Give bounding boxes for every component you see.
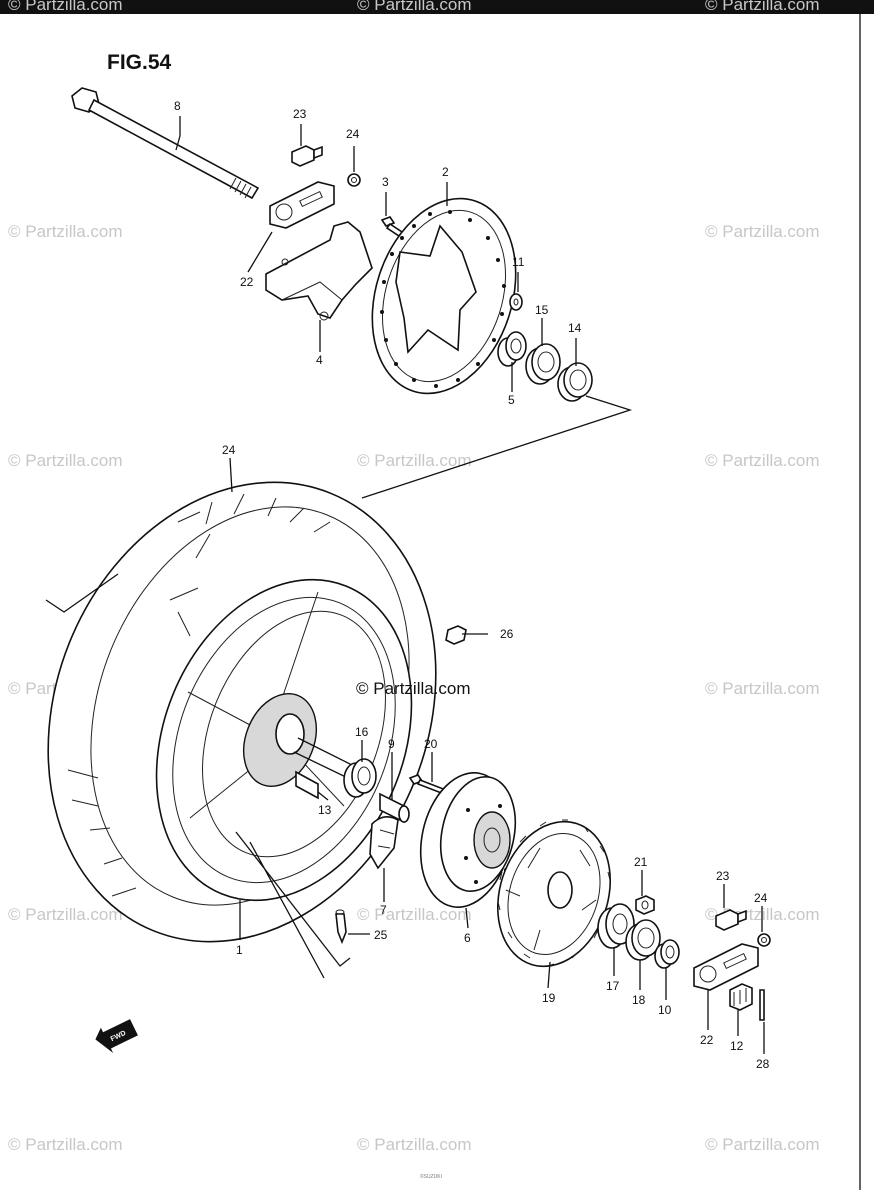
part-26-valve [335,909,347,945]
watermark: © Partzilla.com [8,1135,123,1154]
watermark: © Partzilla.com [705,0,820,14]
watermark: © Partzilla.com [705,679,820,698]
part-6-sprocket-drum [419,772,517,908]
callout-label: 5 [508,393,515,407]
callout-label: 24 [754,891,768,905]
callout-label: 28 [756,1057,770,1071]
callout-label: 20 [424,737,438,751]
callout-label: 10 [658,1003,672,1017]
callout-label: 12 [730,1039,744,1053]
part-12-axle-nut [729,983,753,1011]
callout-label: 24 [222,443,236,457]
callout-label: 22 [700,1033,714,1047]
fwd-arrow-icon: FWD [95,1019,138,1053]
assembly-guide-line [361,395,633,499]
part-9-spacer [379,792,410,824]
callout-label: 22 [240,275,254,289]
part-19-sprocket [496,819,612,968]
part-22-chain-adjuster [269,181,335,229]
callout-label: 26 [500,627,514,641]
callout-label: 4 [316,353,323,367]
callout-label: 15 [535,303,549,317]
watermark: © Partzilla.com [357,1135,472,1154]
part-10-spacer [654,939,680,969]
watermark: © Partzilla.com [705,222,820,241]
part-15-oil-seal [525,343,561,385]
callout-label: 7 [380,903,387,917]
part-1-wheel [155,578,413,902]
part-22-chain-adjuster [693,943,759,991]
part-18-oil-seal [625,919,661,961]
callout-label: 19 [542,991,556,1005]
callout-label: 6 [464,931,471,945]
watermark: © Partzilla.com [8,222,123,241]
figure-title: FIG.54 [107,51,172,74]
callout-label: 16 [355,725,369,739]
callout-label: 23 [293,107,307,121]
part-14-bearing [557,362,593,402]
callout-label: 17 [606,979,620,993]
callout-label: 25 [374,928,388,942]
part-23-adjuster-nut [715,909,747,931]
callout-label: 13 [318,803,332,817]
callout-labels: 8 23 24 3 2 11 15 14 5 4 22 24 26 16 9 2… [174,99,770,1071]
part-11-washer [509,293,523,311]
watermark: © Partzilla.com [705,1135,820,1154]
callout-label: 11 [512,255,525,269]
wheel-guide-line [45,573,119,613]
valve-guide-line [235,831,351,979]
part-3-bolt [380,216,404,238]
part-4-caliper-bracket [265,221,373,321]
part-5-spacer [497,331,527,367]
callout-label: 1 [236,943,243,957]
part-7-cush-rubber [369,816,399,870]
watermark: © Partzilla.com [8,905,123,924]
part-24-snap-ring [757,933,771,947]
part-28-cotter-pin [759,989,765,1021]
footer-text: ©SUZUKI [420,1173,442,1180]
watermark: © Partzilla.com [705,451,820,470]
callout-label: 23 [716,869,730,883]
callout-label: 8 [174,99,181,113]
part-13-damper [295,770,319,800]
callout-label: 18 [632,993,646,1007]
callout-label: 21 [634,855,648,869]
watermark: © Partzilla.com [8,451,123,470]
callout-label: 3 [382,175,389,189]
callout-label: 14 [568,321,582,335]
callout-label: 9 [388,737,395,751]
watermark: © Partzilla.com [8,0,123,14]
part-8-axle [71,87,260,200]
callout-label: 24 [346,127,360,141]
part-23-adjuster-nut [291,145,323,167]
watermark: © Partzilla.com [357,451,472,470]
part-16-bearing [343,758,377,798]
watermark: © Partzilla.com [357,905,472,924]
leader-lines [175,116,765,1054]
watermark: © Partzilla.com [357,0,472,14]
part-27-cap [445,625,467,645]
scan-top-border [0,0,874,14]
part-21-nut [635,895,655,915]
center-watermark: © Partzilla.com [356,679,471,698]
callout-label: 2 [442,165,449,179]
part-24-snap-ring [347,173,361,187]
part-2-brake-disc [371,197,517,395]
